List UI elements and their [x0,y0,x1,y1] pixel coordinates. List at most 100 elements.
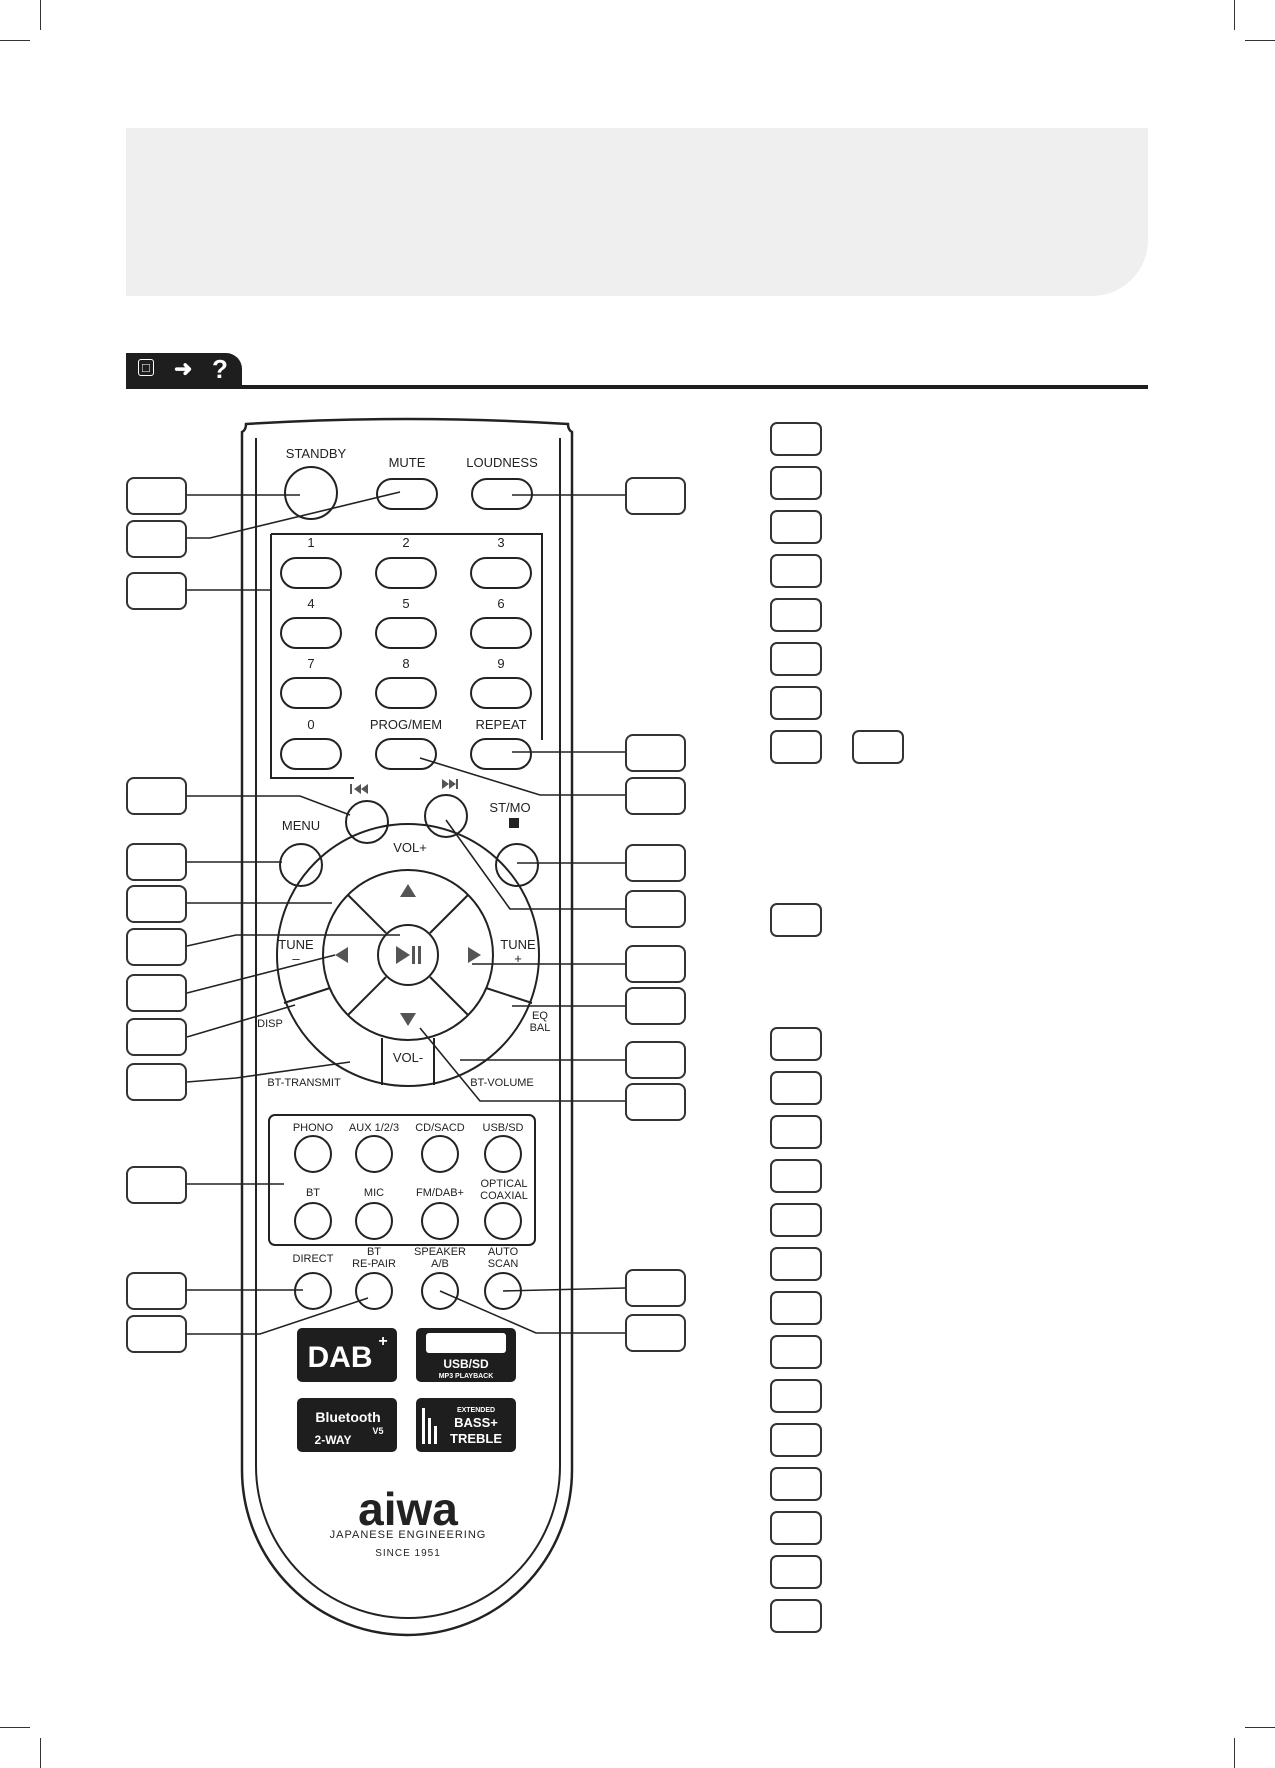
legend-number-box [770,1335,822,1369]
brand-since: SINCE 1951 [375,1548,441,1559]
direct-button[interactable] [294,1272,332,1310]
phono-button[interactable] [294,1135,332,1173]
speaker-ab-button[interactable] [421,1272,459,1310]
legend-number-box [770,510,822,544]
nav-ring-inner [322,869,494,1041]
autoscan-label-2: SCAN [488,1258,519,1270]
callout-box [126,572,187,610]
repeat-button[interactable] [470,738,532,770]
digit-button-1[interactable] [280,557,342,589]
legend-number-box [770,422,822,456]
section-rule [126,385,1148,389]
digit-button-7[interactable] [280,677,342,709]
svg-text:Bluetooth: Bluetooth [315,1409,380,1425]
crop-mark [1234,1738,1235,1768]
callout-box [625,945,686,983]
legend-number-box [770,466,822,500]
digit-button-5[interactable] [375,617,437,649]
digit-button-0[interactable] [280,738,342,770]
arrow-right-icon [468,947,481,963]
fm-dab-button[interactable] [421,1202,459,1240]
skip-back-button[interactable] [345,800,389,844]
autoscan-label-1: AUTO [488,1246,519,1258]
callout-box [625,890,686,928]
legend-number-box [770,730,822,764]
bal-label: BAL [530,1022,551,1034]
legend-number-box [770,1203,822,1237]
crop-mark [0,1727,30,1728]
digit-label-1: 1 [307,535,314,550]
digit-button-6[interactable] [470,617,532,649]
digit-label-6: 6 [497,596,504,611]
callout-box [126,520,187,558]
legend-number-box [770,1467,822,1501]
legend-number-box [770,554,822,588]
stop-icon [509,818,519,828]
bass-treble-logo: EXTENDED BASS+ TREBLE [416,1398,516,1452]
usb-sd-label: USB/SD [483,1122,524,1134]
callout-box [126,777,187,815]
play-pause-button[interactable] [377,924,439,986]
callout-box [126,1272,187,1310]
brand-logo: aiwa [358,1483,458,1535]
digit-group-frame [270,533,543,779]
digit-button-3[interactable] [470,557,532,589]
skip-back-icon [354,784,361,794]
digit-button-9[interactable] [470,677,532,709]
callout-box [625,777,686,815]
question-mark-icon: ? [212,354,228,384]
crop-mark [1234,0,1235,30]
digit-button-8[interactable] [375,677,437,709]
standby-button[interactable] [284,466,338,520]
digit-button-2[interactable] [375,557,437,589]
callout-box [625,1083,686,1121]
play-icon [396,946,410,964]
digit-label-4: 4 [307,596,314,611]
legend-number-box [770,598,822,632]
prog-mem-button[interactable] [375,738,437,770]
callout-box [625,844,686,882]
legend-number-box [770,1291,822,1325]
bt-repair-label-1: BT [367,1246,381,1258]
menu-button[interactable] [279,843,323,887]
legend-number-box [770,1379,822,1413]
mute-button[interactable] [376,478,438,510]
remote-body-inner [255,438,561,1619]
callout-box [625,477,686,515]
bt-button[interactable] [294,1202,332,1240]
digit-button-4[interactable] [280,617,342,649]
crop-mark [1245,40,1275,41]
mic-button[interactable] [355,1202,393,1240]
cd-sacd-button[interactable] [421,1135,459,1173]
callout-box [625,734,686,772]
prog-mem-label: PROG/MEM [370,717,442,732]
coaxial-label: COAXIAL [480,1190,528,1202]
brand-tagline: JAPANESE ENGINEERING [330,1529,487,1541]
skip-forward-button[interactable] [424,794,468,838]
callout-box [126,477,187,515]
speaker-label-1: SPEAKER [414,1246,466,1258]
svg-text:EXTENDED: EXTENDED [457,1407,495,1414]
disp-label: DISP [257,1018,283,1030]
arrow-right-icon: ➜ [174,356,193,381]
legend-number-box [770,1115,822,1149]
abc-block-icon: □ [138,359,154,376]
bt-transmit-label: BT-TRANSMIT [267,1077,341,1089]
callout-box [625,987,686,1025]
usb-sd-logo: USB/SD MP3 PLAYBACK [416,1328,516,1382]
crop-mark [1245,1727,1275,1728]
digit-label-5: 5 [402,596,409,611]
bt-repair-button[interactable] [355,1272,393,1310]
loudness-button[interactable] [471,478,533,510]
skip-forward-icon [442,779,449,789]
tune-minus-label: TUNE [278,937,314,952]
stmo-button[interactable] [495,843,539,887]
optical-coaxial-button[interactable] [484,1202,522,1240]
speaker-label-2: A/B [431,1258,449,1270]
usb-sd-button[interactable] [484,1135,522,1173]
legend-number-box [770,1159,822,1193]
mic-label: MIC [364,1187,384,1199]
svg-text:DAB: DAB [308,1341,373,1374]
aux-button[interactable] [355,1135,393,1173]
legend-number-box [770,1555,822,1589]
